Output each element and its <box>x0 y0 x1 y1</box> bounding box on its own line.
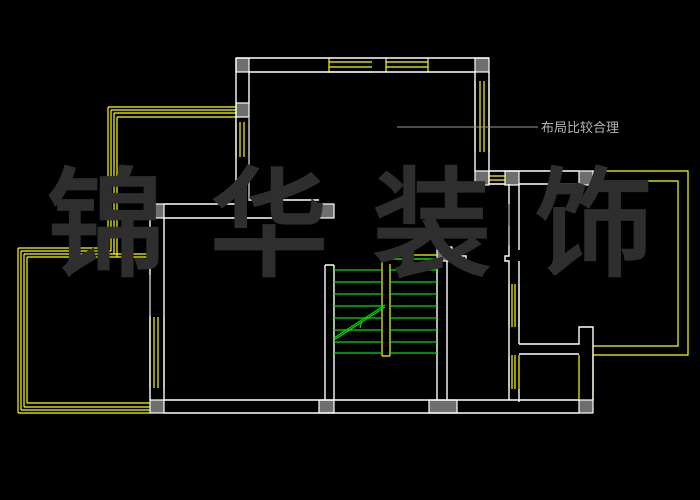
wall <box>474 72 490 184</box>
window <box>328 58 372 73</box>
column <box>235 57 250 73</box>
window <box>107 107 118 257</box>
column <box>149 399 165 414</box>
window <box>385 58 429 72</box>
window <box>489 175 505 181</box>
column <box>474 57 490 73</box>
column <box>149 203 165 219</box>
wall <box>519 326 594 400</box>
column <box>436 246 453 262</box>
staircase <box>333 258 437 354</box>
window <box>114 253 150 258</box>
wall <box>164 399 579 414</box>
column <box>318 203 335 219</box>
column <box>428 399 458 414</box>
column <box>578 170 594 186</box>
window <box>593 170 689 356</box>
column <box>504 170 520 186</box>
column <box>474 170 490 186</box>
window <box>17 248 28 413</box>
wall <box>504 245 520 400</box>
partition-lines <box>149 117 510 316</box>
window <box>108 106 236 118</box>
wall <box>489 170 579 185</box>
wall <box>164 203 319 219</box>
column <box>235 102 250 118</box>
column <box>318 399 335 414</box>
stair-direction-arrow-icon <box>333 304 386 341</box>
window <box>18 247 117 258</box>
wall <box>324 264 335 400</box>
wall <box>452 255 467 262</box>
column <box>578 399 594 414</box>
window <box>18 402 150 414</box>
layout-annotation-label: 布局比较合理 <box>541 121 620 136</box>
walls <box>149 57 594 414</box>
wall <box>236 57 489 73</box>
